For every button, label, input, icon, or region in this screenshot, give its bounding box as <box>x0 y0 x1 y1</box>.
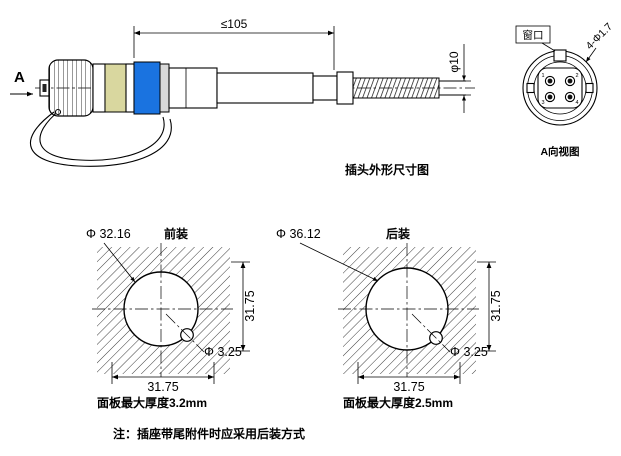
window-label-box <box>515 25 551 44</box>
pin-number-2: 2 <box>575 73 578 79</box>
window-label: 窗口 <box>523 29 544 42</box>
hole-diameter-label: Φ 36.12 <box>276 227 321 241</box>
pin-number-4: 4 <box>575 100 578 106</box>
front-view-caption: A向视图 <box>540 145 579 158</box>
socket-callout-leader <box>585 47 597 63</box>
diagonal-centerline <box>165 313 205 353</box>
pin-number-1: 1 <box>541 73 544 79</box>
panel-thickness-caption: 面板最大厚度3.2mm <box>97 395 207 410</box>
length-dimension: ≤105 <box>221 17 248 31</box>
strain-relief-spring <box>352 77 440 99</box>
section-label-a: A <box>14 69 25 86</box>
horizontal-dimension: 31.75 <box>393 380 424 394</box>
horizontal-dimension: 31.75 <box>147 380 178 394</box>
white-spacer <box>125 63 135 113</box>
hole-diameter-leader <box>103 242 136 283</box>
vertical-dimension: 31.75 <box>489 290 503 321</box>
lanyard-cord-outer <box>29 111 172 167</box>
lanyard-cord-inner <box>39 109 165 161</box>
socket-callout: 4-Φ1.7 <box>584 21 615 52</box>
yellow-band <box>104 63 127 113</box>
barrel-neck <box>312 75 338 101</box>
plug-side-view: A ≤105 φ10 插头外形尺寸图 <box>10 17 475 177</box>
bayonet-slot-left <box>526 82 535 94</box>
knurled-coupling-cap <box>48 59 94 117</box>
small-hole-diameter: Φ 3.25 <box>204 345 242 359</box>
bayonet-slot-right <box>585 82 594 94</box>
panel-cutout-front-mount: Φ 32.16 前装 31.75 31.75 Φ 3.25 面板最大厚度3.2m… <box>86 226 257 410</box>
window-keyway <box>553 49 567 62</box>
panel-cutout-rear-mount: Φ 36.12 后装 31.75 31.75 Φ 3.25 面板最大厚度2.5m… <box>276 226 503 410</box>
pin-number-3: 3 <box>541 100 544 106</box>
hole-diameter-label: Φ 32.16 <box>86 227 131 241</box>
socket-contact-2-hole <box>567 78 573 84</box>
cable-diameter-dimension: φ10 <box>447 51 461 72</box>
side-view-caption: 插头外形尺寸图 <box>345 162 429 177</box>
mount-type-title: 后装 <box>386 226 410 241</box>
shell-body <box>168 67 218 109</box>
blue-band <box>133 61 161 115</box>
socket-contact-4-hole <box>567 94 573 100</box>
rear-stud-core <box>42 84 47 92</box>
mounting-note: 注：插座带尾附件时应采用后装方式 <box>113 426 305 441</box>
plug-front-view: 1 2 3 4 窗口 4-Φ1.7 A向视图 <box>515 21 615 158</box>
window-leader-line <box>541 42 556 52</box>
diagonal-centerline <box>411 313 451 353</box>
ring-spacer <box>92 63 106 113</box>
small-hole-diameter: Φ 3.25 <box>450 345 488 359</box>
panel-thickness-caption: 面板最大厚度2.5mm <box>343 395 453 410</box>
vertical-dimension: 31.75 <box>243 290 257 321</box>
barrel <box>216 72 314 104</box>
hole-diameter-leader <box>299 242 379 282</box>
mount-type-title: 前装 <box>164 226 188 241</box>
socket-contact-3-hole <box>547 94 553 100</box>
gray-ring <box>159 63 170 113</box>
backshell-nut <box>336 71 354 105</box>
socket-contact-1-hole <box>547 78 553 84</box>
